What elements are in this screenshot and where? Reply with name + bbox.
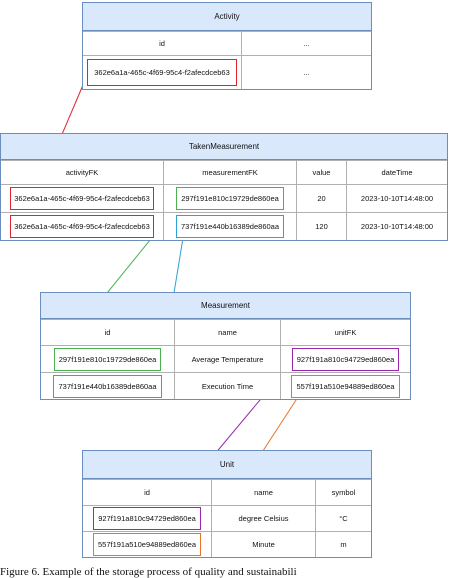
measurement-table: Measurement id name unitFK 297f191e810c1… (40, 292, 411, 400)
activity-id-highlight: 362e6a1a-465c-4f69-95c4-f2afecdceb63 (87, 59, 237, 86)
measurement-unitfk-highlight: 927f191a810c94729ed860ea (291, 347, 400, 371)
measurement-header-name: name (174, 320, 280, 345)
table-row: 362e6a1a-465c-4f69-95c4-f2afecdceb63 737… (1, 212, 447, 240)
table-row: 927f191a810c94729ed860ea degree Celsius … (83, 505, 371, 531)
unit-header-name: name (211, 480, 315, 505)
figure-caption: Figure 6. Example of the storage process… (0, 566, 297, 578)
table-row: 362e6a1a-465c-4f69-95c4-f2afecdceb63 297… (1, 184, 447, 212)
takenmeasurement-table: TakenMeasurement activityFK measurementF… (0, 133, 448, 241)
measurement-header-id: id (104, 328, 111, 337)
unit-id-cell: 557f191a510e94889ed860ea (83, 532, 211, 557)
activity-id-cell: 362e6a1a-465c-4f69-95c4-f2afecdceb63 (83, 56, 241, 89)
activity-row: 362e6a1a-465c-4f69-95c4-f2afecdceb63 ... (83, 55, 371, 89)
activity-header-row: id ... (83, 31, 371, 55)
tm-activityfk-cell: 362e6a1a-465c-4f69-95c4-f2afecdceb63 (1, 185, 163, 212)
table-row: 297f191e810c19729de860ea Average Tempera… (41, 345, 410, 372)
table-row: 737f191e440b16389de860aa Execution Time … (41, 372, 410, 399)
unit-table: Unit id name symbol 927f191a810c94729ed8… (82, 450, 372, 558)
takenmeasurement-header-row: activityFK measurementFK value dateTime (1, 160, 447, 184)
unit-title: Unit (83, 451, 371, 479)
tm-measurementfk-highlight: 737f191e440b16389de860aa (175, 215, 285, 238)
tm-datetime-cell: 2023-10-10T14:48:00 (346, 185, 447, 212)
measurement-id-highlight: 737f191e440b16389de860aa (53, 374, 162, 398)
measurement-unitfk-cell: 927f191a810c94729ed860ea (280, 346, 410, 372)
measurement-header-row: id name unitFK (41, 319, 410, 345)
tm-datetime-cell: 2023-10-10T14:48:00 (346, 213, 447, 240)
activity-more-cell: ... (241, 56, 371, 89)
measurement-id-cell: 737f191e440b16389de860aa (41, 373, 174, 399)
tm-measurementfk-cell: 737f191e440b16389de860aa (163, 213, 296, 240)
unit-name-cell: degree Celsius (211, 506, 315, 531)
tm-value-cell: 120 (296, 213, 346, 240)
tm-measurementfk-cell: 297f191e810c19729de860ea (163, 185, 296, 212)
activity-header-id: id (159, 39, 165, 48)
unit-header-row: id name symbol (83, 479, 371, 505)
tm-header-value: value (296, 161, 346, 184)
measurement-name-cell: Execution Time (174, 373, 280, 399)
takenmeasurement-title: TakenMeasurement (1, 134, 447, 160)
tm-activityfk-highlight: 362e6a1a-465c-4f69-95c4-f2afecdceb63 (10, 187, 154, 210)
unit-header-id: id (144, 488, 150, 497)
measurement-id-highlight: 297f191e810c19729de860ea (53, 347, 162, 371)
activity-table: Activity id ... 362e6a1a-465c-4f69-95c4-… (82, 2, 372, 90)
measurement-name-cell: Average Temperature (174, 346, 280, 372)
measurement-title: Measurement (41, 293, 410, 319)
measurement-header-unitfk: unitFK (280, 320, 410, 345)
tm-header-datetime: dateTime (346, 161, 447, 184)
tm-header-activityfk: activityFK (65, 168, 99, 177)
tm-activityfk-cell: 362e6a1a-465c-4f69-95c4-f2afecdceb63 (1, 213, 163, 240)
tm-activityfk-highlight: 362e6a1a-465c-4f69-95c4-f2afecdceb63 (10, 215, 154, 238)
unit-name-cell: Minute (211, 532, 315, 557)
activity-title: Activity (83, 3, 371, 31)
activity-header-more: ... (241, 32, 371, 55)
tm-header-measurementfk: measurementFK (163, 161, 296, 184)
unit-symbol-cell: m (315, 532, 371, 557)
measurement-unitfk-cell: 557f191a510e94889ed860ea (280, 373, 410, 399)
measurement-id-cell: 297f191e810c19729de860ea (41, 346, 174, 372)
unit-header-symbol: symbol (315, 480, 371, 505)
unit-id-highlight: 557f191a510e94889ed860ea (92, 533, 202, 556)
unit-id-highlight: 927f191a810c94729ed860ea (93, 507, 201, 530)
tm-measurementfk-highlight: 297f191e810c19729de860ea (176, 187, 284, 210)
measurement-unitfk-highlight: 557f191a510e94889ed860ea (291, 374, 400, 398)
tm-value-cell: 20 (296, 185, 346, 212)
table-row: 557f191a510e94889ed860ea Minute m (83, 531, 371, 557)
unit-id-cell: 927f191a810c94729ed860ea (83, 506, 211, 531)
unit-symbol-cell: °C (315, 506, 371, 531)
